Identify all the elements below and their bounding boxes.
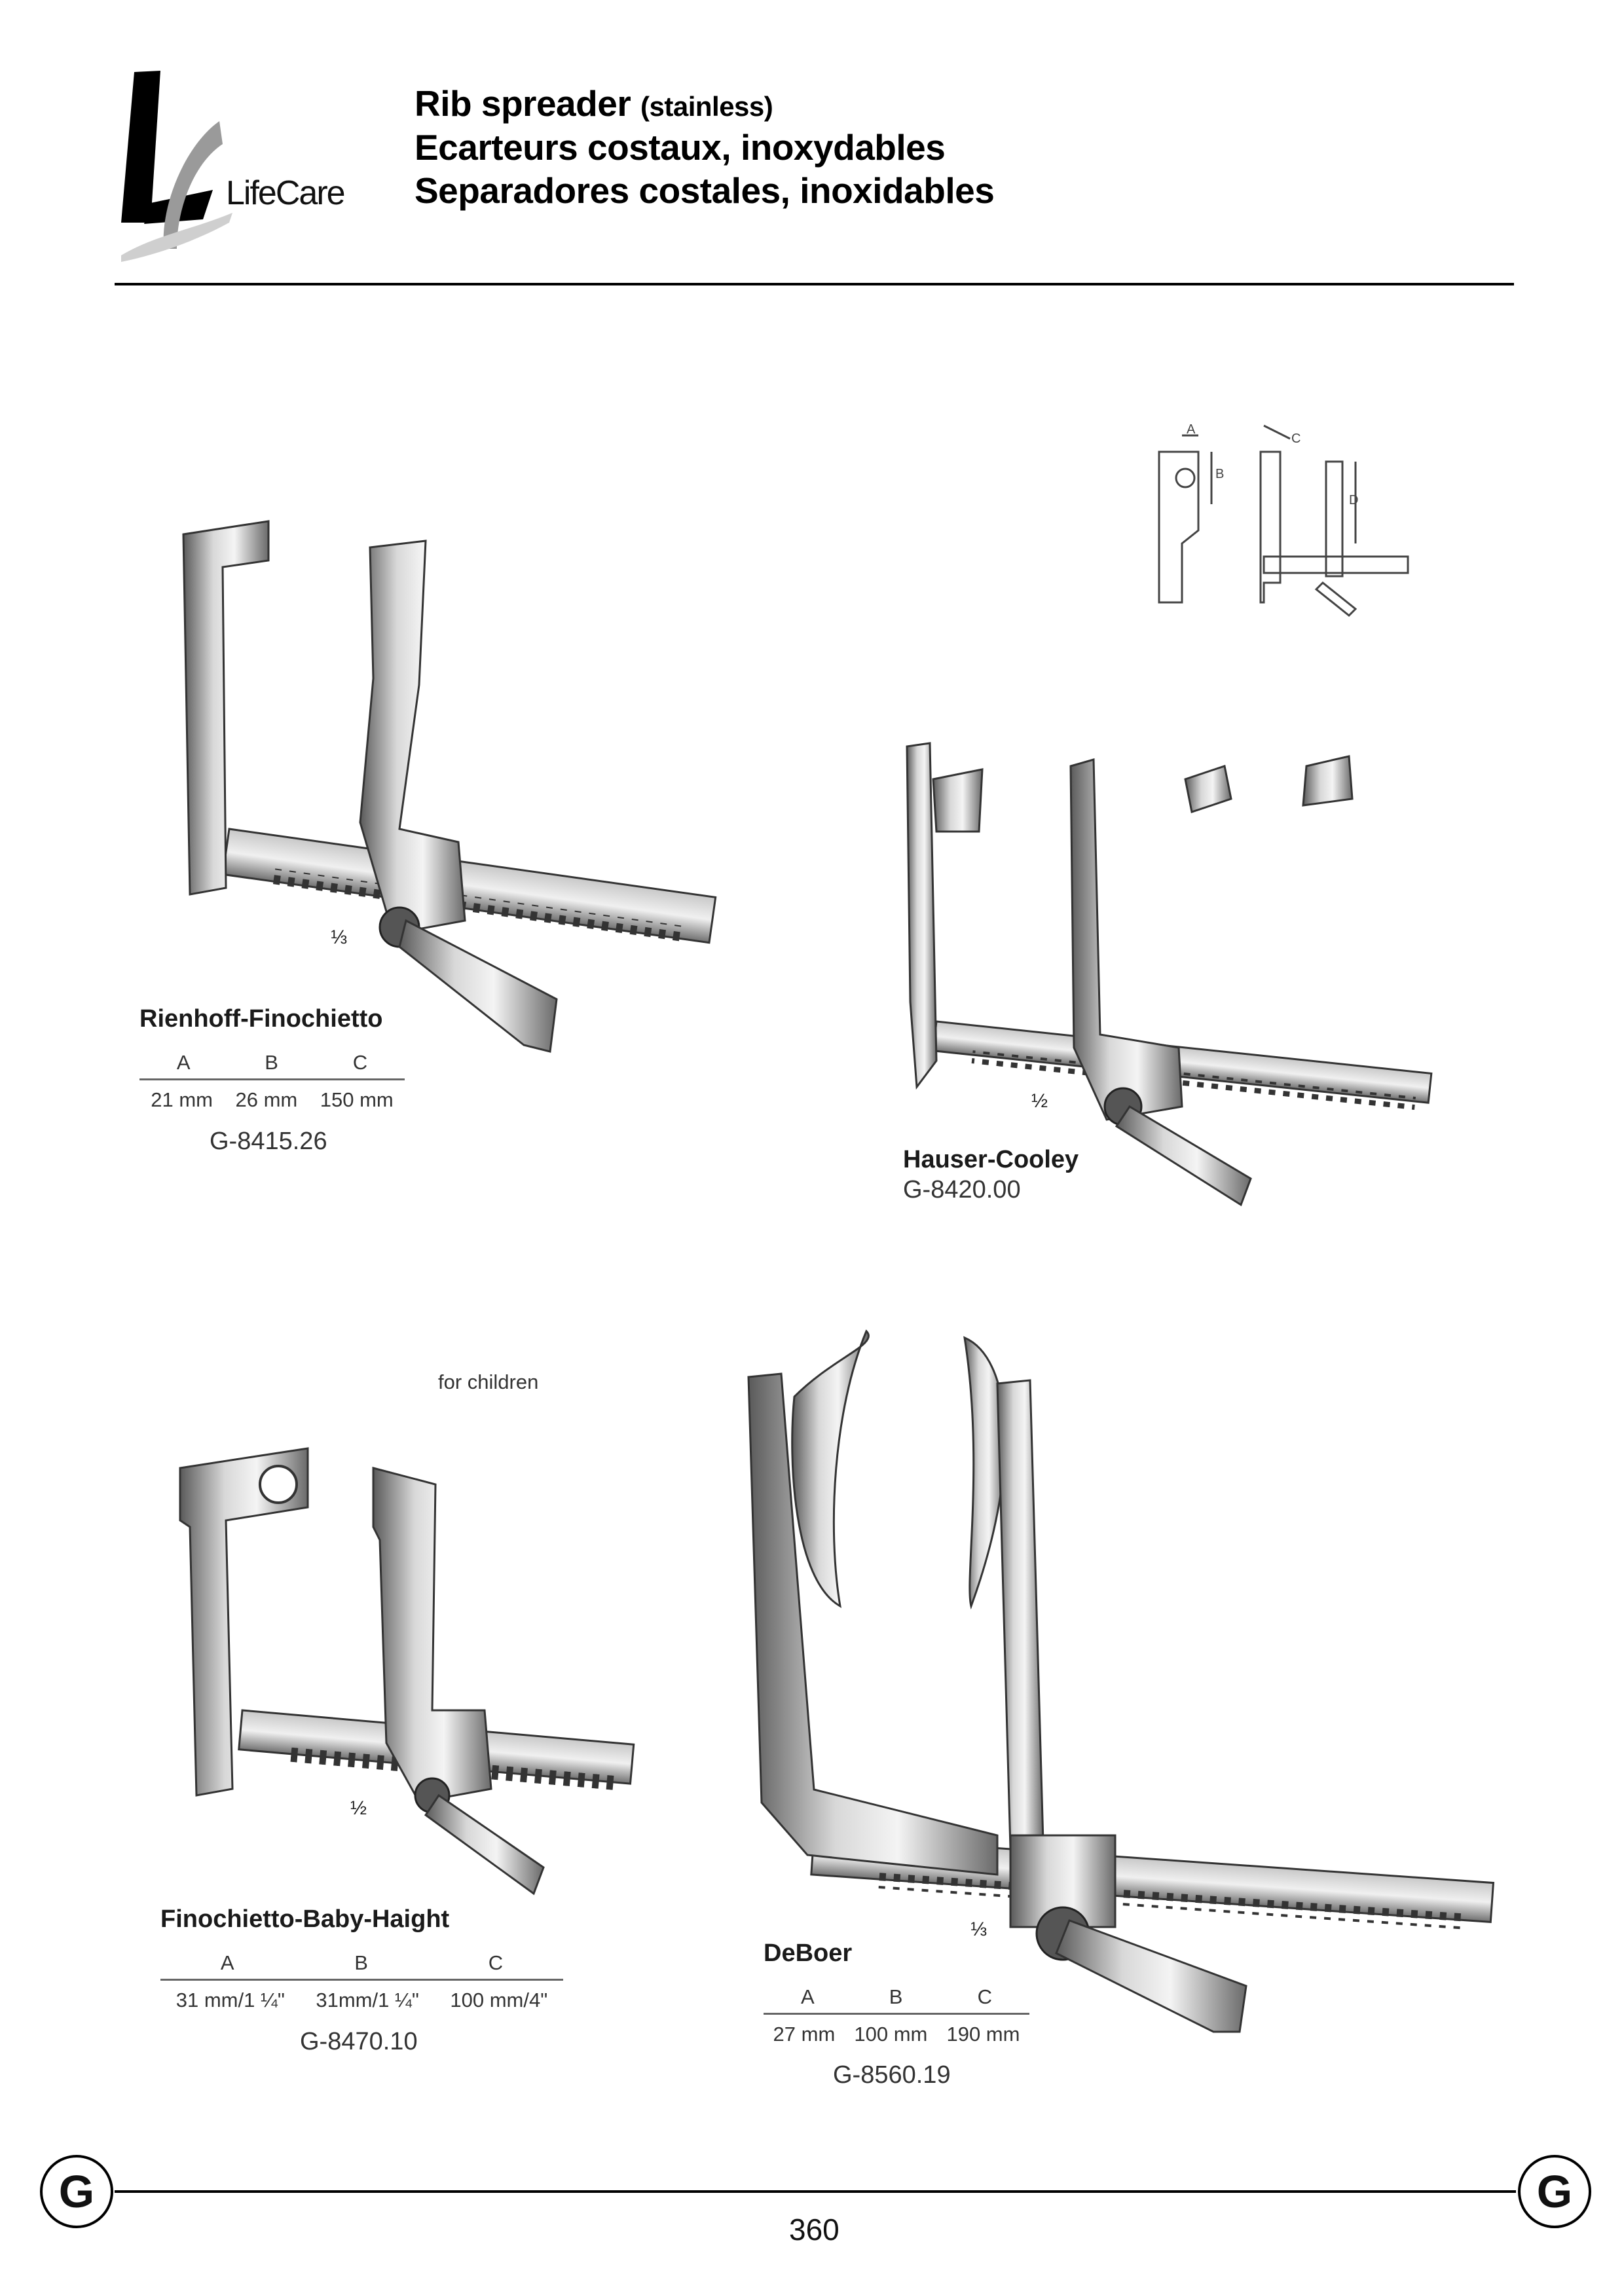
title-spanish: Separadores costales, inoxidables [415,170,995,211]
diagram-label-c: C [1291,431,1301,446]
diagram-label-a: A [1187,422,1196,437]
diagram-label-d: D [1349,493,1358,507]
section-marker-right: G [1518,2155,1591,2228]
dim-value-a: 21 mm [151,1088,213,1111]
logo-text: LifeCare [226,174,346,212]
product-name-finochietto-baby-haight: Finochietto-Baby-Haight [160,1905,450,1933]
product-name-rienhoff: Rienhoff-Finochietto [139,1005,383,1033]
dim-header-a: A [176,1051,191,1074]
diagram-label-b: B [1215,467,1224,481]
product-name-deboer: DeBoer [764,1939,853,1967]
title-english: Rib spreader (stainless) [415,82,773,128]
dim-value-a: 31 mm/1 ¼" [175,1989,285,2011]
dim-value-a: 27 mm [773,2023,836,2046]
scale-label-4: ⅓ [970,1919,987,1940]
finochietto-baby-haight-image [179,1447,635,1896]
dim-header-b: B [265,1051,278,1074]
dim-divider [160,1979,563,1981]
dim-header-a: A [220,1951,234,1974]
product-code-deboer: G-8560.19 [833,2061,951,2089]
title-en-text: Rib spreader [415,83,631,124]
dim-value-c: 150 mm [320,1088,394,1111]
lifecare-logo: LifeCare [115,71,370,262]
product-code-hauser-cooley: G-8420.00 [903,1176,1021,1203]
dim-value-b: 26 mm [235,1088,298,1111]
product-code-rienhoff: G-8415.26 [210,1128,327,1155]
dim-value-b: 100 mm [854,2023,928,2046]
dim-divider [139,1078,405,1080]
dim-header-c: C [488,1951,504,1974]
dimension-table-rienhoff: A B C 21 mm 26 mm 150 mm [139,1051,405,1112]
deboer-image [747,1329,1495,2033]
footer-rule [115,2190,1516,2193]
dim-value-c: 100 mm/4" [450,1989,548,2011]
dim-value-b: 31mm/1 ¼" [316,1989,419,2011]
dim-header-b: B [889,1985,903,2008]
dim-value-c: 190 mm [946,2023,1020,2046]
dim-divider [764,2013,1029,2015]
dimension-table-finochietto-baby: A B C 31 mm/1 ¼" 31mm/1 ¼" 100 mm/4" [160,1951,563,2012]
scale-label-2: ½ [1031,1090,1048,1112]
for-children-note: for children [438,1370,539,1393]
page-number: 360 [789,2212,840,2247]
product-name-hauser-cooley: Hauser-Cooley [903,1146,1079,1173]
dim-header-a: A [801,1985,815,2008]
section-marker-left: G [40,2155,113,2228]
title-french: Ecarteurs costaux, inoxydables [415,127,946,168]
scale-label-1: ⅓ [331,927,348,948]
scale-label-3: ½ [350,1797,367,1819]
hauser-cooley-image [906,742,1433,1207]
product-code-finochietto-baby: G-8470.10 [300,2028,418,2055]
title-en-note: (stainless) [640,91,773,122]
dimension-diagram: A B C D [1158,422,1409,617]
rienhoff-finochietto-image [182,520,717,1053]
dim-header-b: B [354,1951,368,1974]
dim-header-c: C [352,1051,368,1074]
header-rule [115,283,1514,285]
dimension-table-deboer: A B C 27 mm 100 mm 190 mm [764,1985,1029,2046]
dim-header-c: C [977,1985,992,2008]
